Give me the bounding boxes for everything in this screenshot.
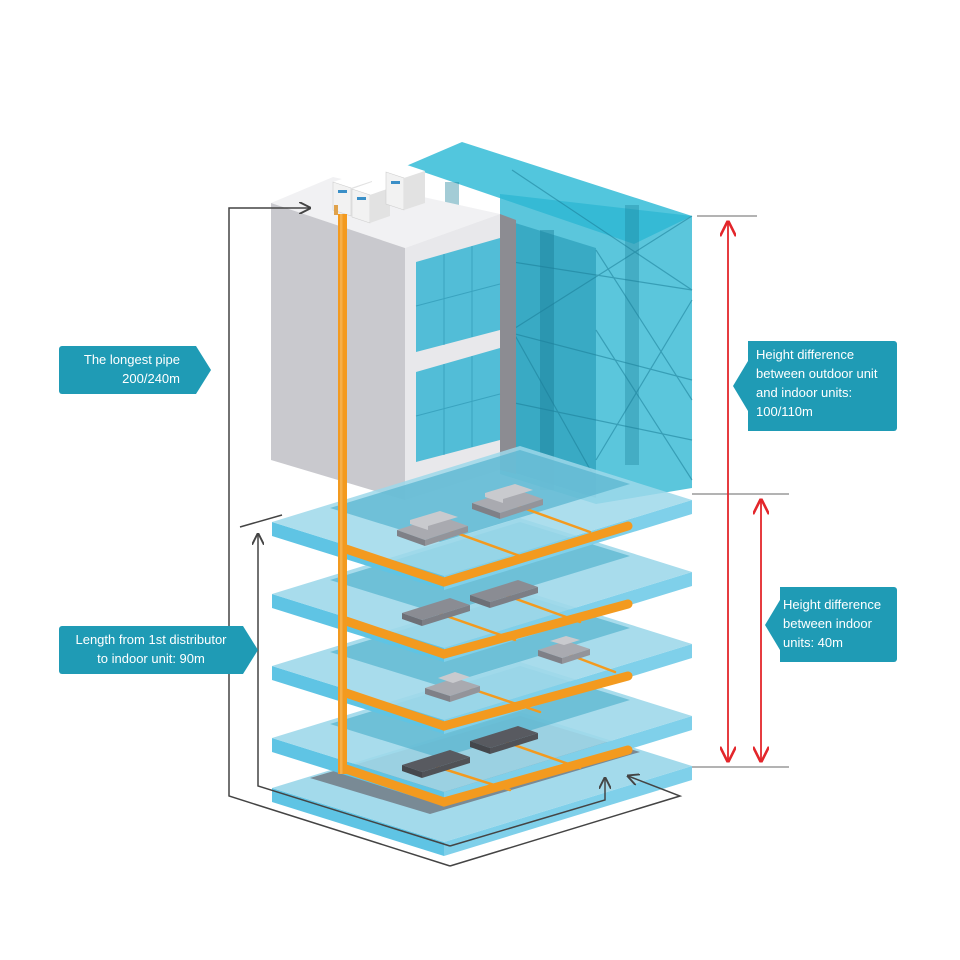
callout-line: Length from 1st distributor (75, 632, 227, 647)
indoor-unit-icon (538, 636, 590, 664)
callout-line: 100/110m (756, 404, 813, 419)
callout-line: The longest pipe (83, 352, 180, 367)
indoor-unit-arrow-1 (449, 778, 605, 847)
callout-line: and indoor units: (756, 385, 853, 400)
indoor-height-callout: Height difference between indoor units: … (765, 587, 897, 662)
height-dimensions (692, 215, 789, 768)
indoor-unit-icon (402, 750, 470, 778)
core-wall-dark (500, 214, 516, 474)
longest-pipe-leader (228, 208, 451, 867)
indoor-unit-icon (397, 511, 468, 546)
indoor-unit-arrow-2 (449, 776, 683, 867)
outdoor-unit-icon (332, 165, 425, 224)
indoor-unit-icon (470, 580, 538, 608)
longest-pipe-callout: The longest pipe 200/240m (59, 346, 211, 394)
callout-line: between outdoor unit (756, 366, 878, 381)
callout-line: Height difference (783, 597, 882, 612)
callout-line: between indoor (783, 616, 872, 631)
indoor-unit-icon (472, 484, 543, 519)
building-tower (271, 142, 693, 504)
outdoor-height-callout: Height difference between outdoor unit a… (733, 341, 897, 431)
leader-lines (228, 208, 683, 867)
callout-line: 200/240m (122, 371, 180, 386)
callout-line: units: 40m (783, 635, 843, 650)
indoor-units (397, 484, 590, 778)
indoor-unit-icon (470, 726, 538, 754)
distributor-leader (258, 534, 451, 847)
glass-facade-inner (512, 222, 596, 498)
indoor-unit-icon (425, 672, 480, 702)
callout-line: to indoor unit: 90m (97, 651, 205, 666)
callout-line: Height difference (756, 347, 855, 362)
indoor-unit-icon (402, 598, 470, 626)
first-distributor-callout: Length from 1st distributor to indoor un… (59, 626, 258, 674)
